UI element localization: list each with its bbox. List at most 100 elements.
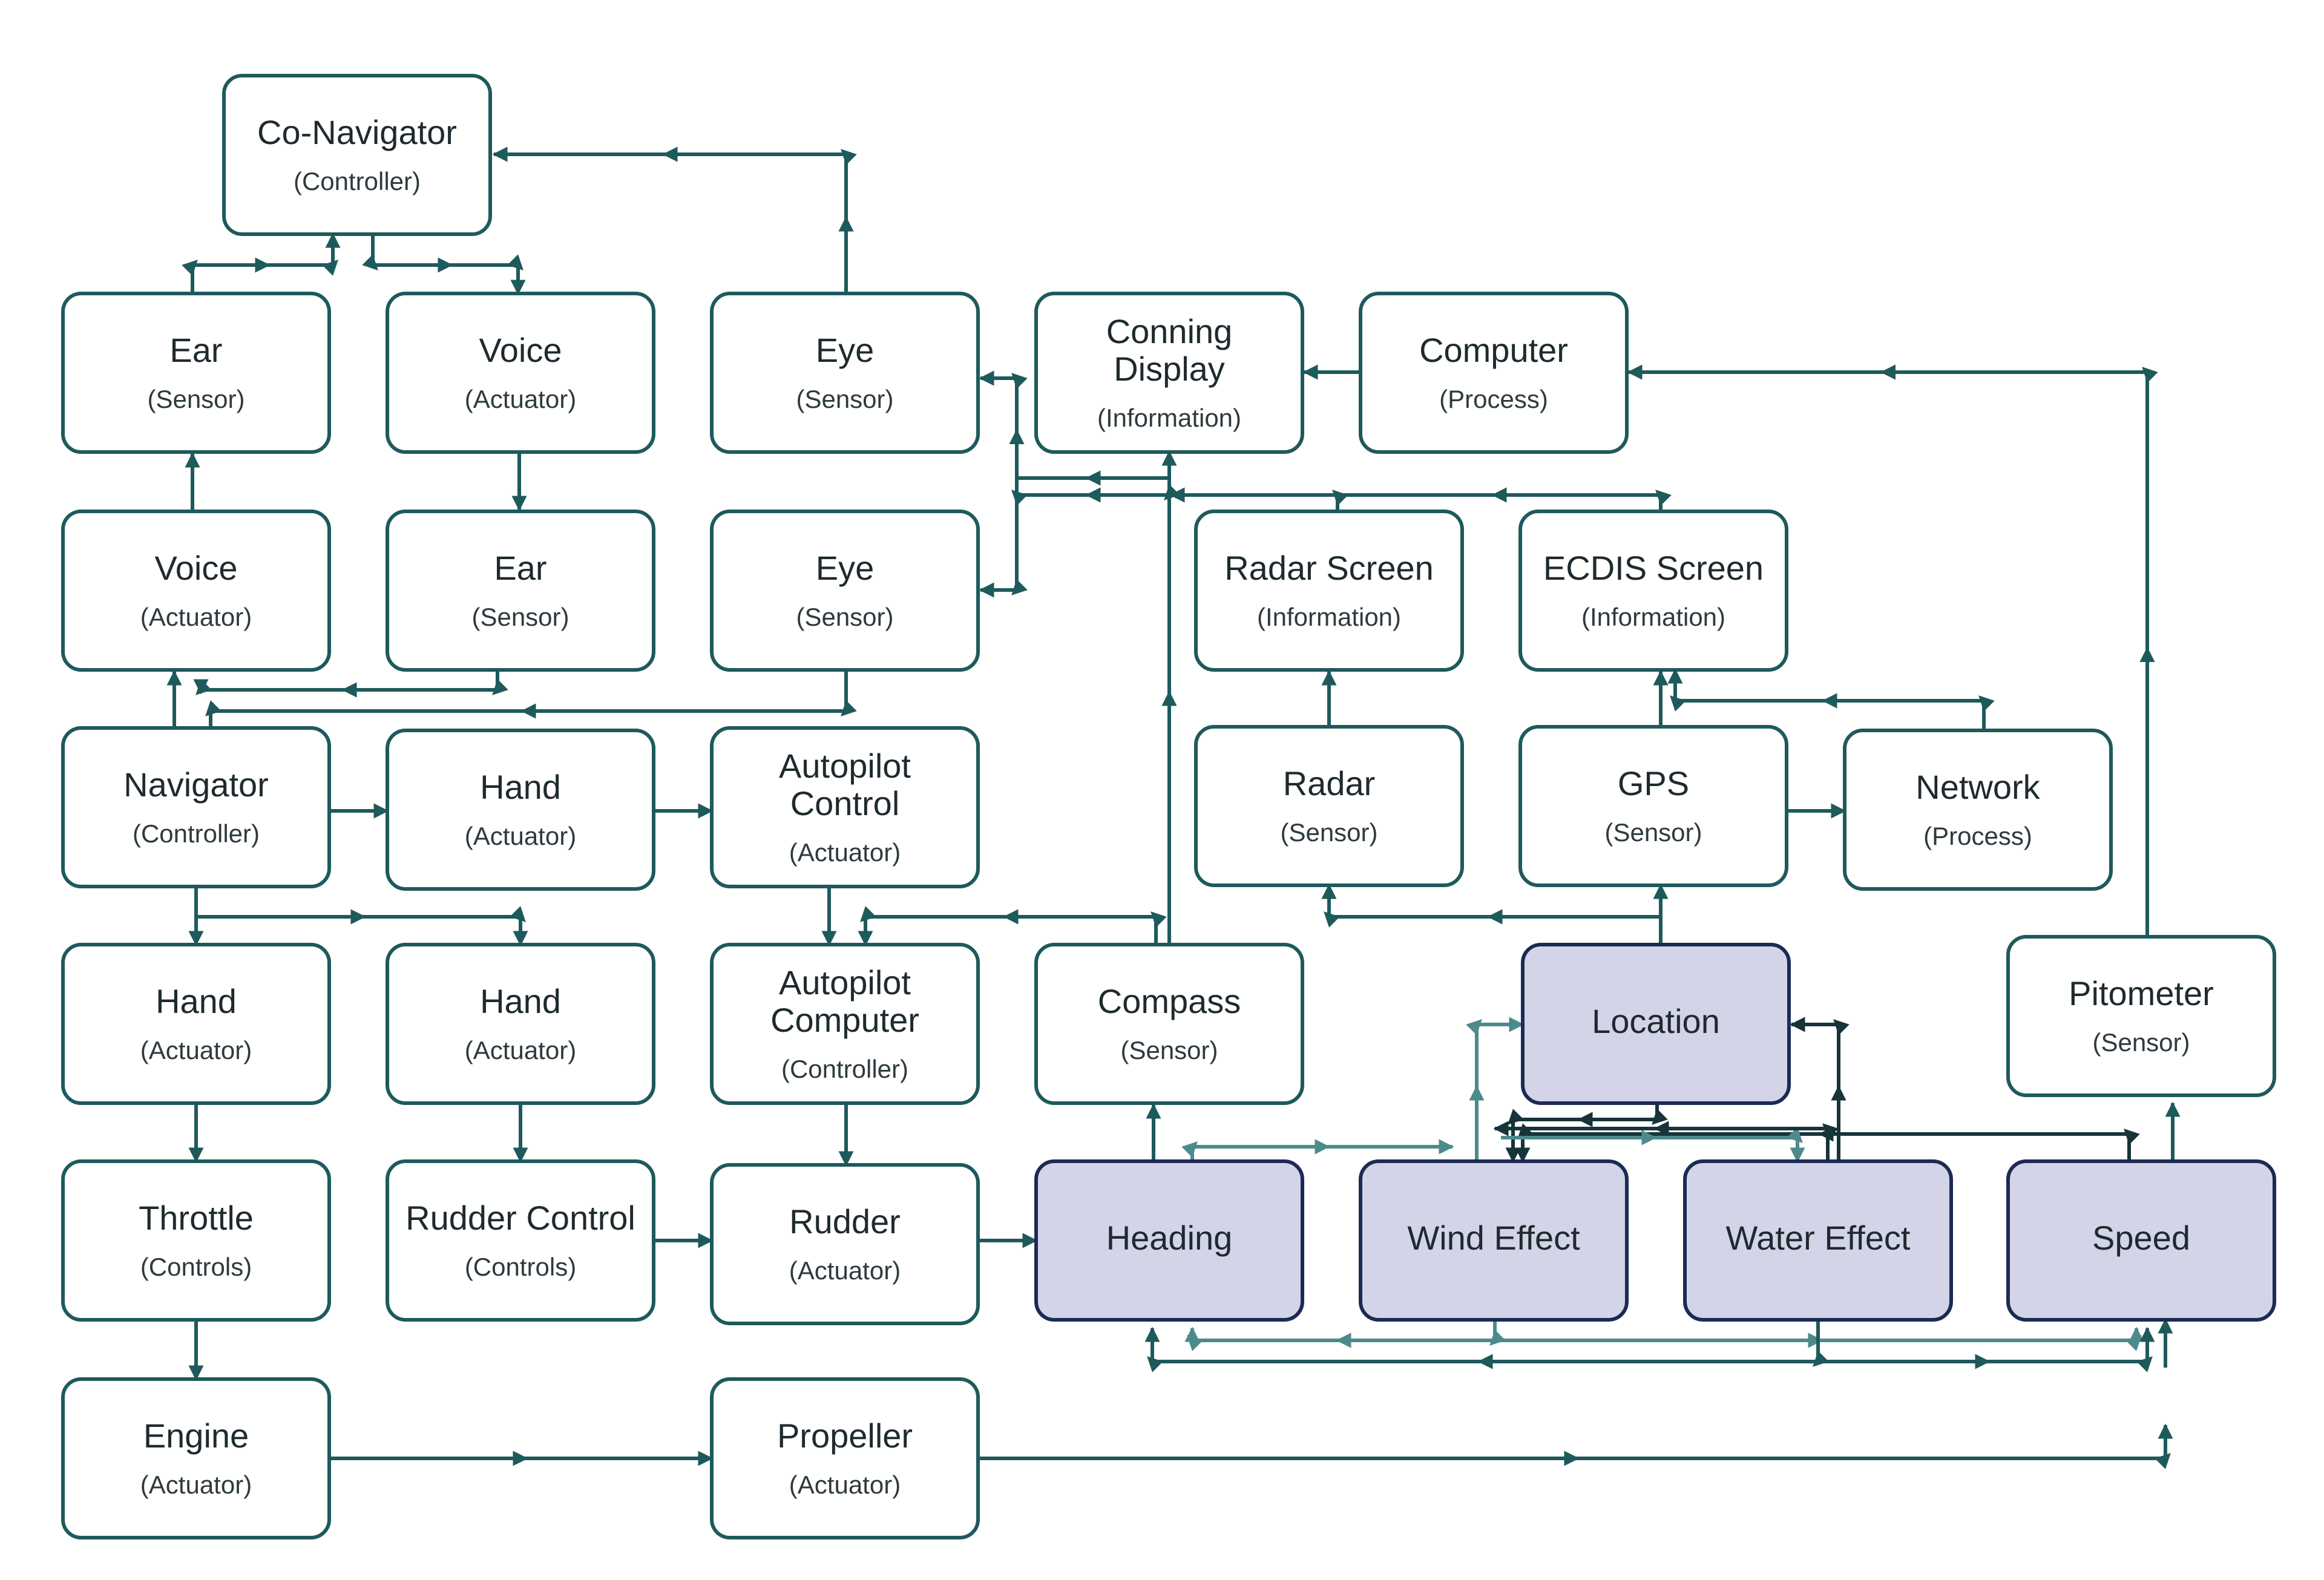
node-subtitle: (Process) (1923, 822, 2032, 850)
node-title: Throttle (139, 1199, 254, 1237)
connector-arrow (1144, 1320, 1829, 1372)
connector-lines (166, 146, 2181, 1469)
node-subtitle: (Actuator) (140, 1470, 252, 1499)
node-pitometer: Pitometer (Sensor) (2006, 935, 2276, 1097)
node-box (1194, 725, 1464, 887)
node-box (1034, 943, 1304, 1105)
node-box (1034, 1159, 1304, 1322)
node-title: Location (1592, 1002, 1720, 1040)
node-box (710, 510, 980, 672)
node-subtitle: (Sensor) (1604, 818, 1702, 847)
node-hand-3: Hand(Actuator) (386, 943, 655, 1105)
node-subtitle: (Information) (1257, 603, 1401, 631)
node-subtitle: (Sensor) (796, 603, 893, 631)
connector-arrow (193, 670, 508, 698)
node-wind-effect: Wind Effect (1359, 1159, 1629, 1322)
node-gps: GPS (Sensor) (1518, 725, 1788, 887)
node-subtitle: (Sensor) (471, 603, 569, 631)
node-title: Engine (143, 1417, 249, 1455)
node-box (1683, 1159, 1953, 1322)
node-hand-1: Hand(Actuator) (386, 729, 655, 891)
node-title: Hand (156, 982, 237, 1020)
connector-arrow (492, 146, 857, 293)
node-box (386, 1159, 655, 1322)
node-box (710, 292, 980, 454)
node-box (61, 1377, 331, 1539)
node-title: Voice (479, 331, 562, 369)
node-radar-screen: Radar Screen (Information) (1194, 510, 1464, 672)
connector-arrow (1493, 1121, 1839, 1161)
node-voice-2: Voice (Actuator) (61, 510, 331, 672)
node-subtitle: (Controller) (133, 819, 260, 848)
node-title: Radar (1283, 764, 1376, 802)
node-box (61, 726, 331, 888)
connector-arrow (362, 234, 526, 295)
node-box (61, 1159, 331, 1322)
connector-arrow (205, 670, 857, 728)
node-box (1518, 510, 1788, 672)
node-title: Voice (155, 549, 238, 587)
node-title: ECDIS Screen (1543, 549, 1764, 587)
node-box (2006, 935, 2276, 1097)
node-title: Heading (1106, 1219, 1233, 1257)
node-title: Navigator (123, 765, 269, 804)
node-title: GPS (1618, 764, 1689, 802)
node-network: Network (Process) (1843, 729, 2113, 891)
node-subtitle: (Actuator) (140, 603, 252, 631)
node-box (61, 943, 331, 1105)
node-speed: Speed (2006, 1159, 2276, 1322)
node-title: Pitometer (2069, 974, 2214, 1012)
node-hand-2: Hand (Actuator) (61, 943, 331, 1105)
node-engine: Engine (Actuator) (61, 1377, 331, 1539)
node-co-navigator: Co-Navigator(Controller) (222, 74, 492, 236)
node-title: Computer (1419, 331, 1568, 369)
node-subtitle: (Sensor) (1280, 818, 1377, 847)
connector-arrow (1184, 1320, 1506, 1351)
connector-arrow (1818, 1326, 2155, 1372)
connector-arrow (1627, 364, 2158, 937)
node-box (1521, 943, 1791, 1105)
connector-arrow (1466, 1017, 1525, 1161)
node-title: Wind Effect (1407, 1219, 1580, 1257)
node-propeller: Propeller(Actuator) (710, 1377, 980, 1539)
node-subtitle: (Controller) (781, 1055, 908, 1083)
node-box (1518, 725, 1788, 887)
node-subtitle: (Actuator) (789, 1470, 901, 1499)
node-title: Radar Screen (1224, 549, 1434, 587)
node-subtitle: (Actuator) (465, 385, 576, 413)
node-subtitle: (Sensor) (2092, 1028, 2190, 1057)
node-subtitle: (Process) (1439, 385, 1548, 413)
node-box (222, 74, 492, 236)
node-box (710, 1377, 980, 1539)
node-title: Rudder (789, 1202, 901, 1241)
node-subtitle: (Actuator) (789, 1256, 901, 1285)
node-title: Compass (1098, 982, 1241, 1020)
node-title: Eye (816, 549, 875, 587)
node-boxes: Co-Navigator(Controller) Ear(Sensor) Voice… (61, 74, 2276, 1539)
node-box (710, 943, 980, 1105)
node-title: Network (1915, 768, 2040, 806)
node-water-effect: Water Effect (1683, 1159, 1953, 1322)
connector-arrow (1181, 1139, 1454, 1161)
node-location: Location (1521, 943, 1791, 1105)
node-box (386, 510, 655, 672)
node-subtitle: (Actuator) (140, 1036, 252, 1064)
node-rudder: Rudder (Actuator) (710, 1163, 980, 1325)
node-computer: Computer (Process) (1359, 292, 1629, 454)
node-title: Hand (480, 768, 561, 806)
node-ear-2: Ear(Sensor) (386, 510, 655, 672)
node-box (1194, 510, 1464, 672)
node-subtitle: (Sensor) (796, 385, 893, 413)
node-voice-1: Voice (Actuator) (386, 292, 655, 454)
node-eye-2: Eye (Sensor) (710, 510, 980, 672)
node-subtitle: (Controller) (294, 167, 421, 195)
node-eye-1: Eye(Sensor) (710, 292, 980, 454)
connector-arrow (1321, 883, 1661, 928)
connector-arrow (196, 906, 528, 946)
